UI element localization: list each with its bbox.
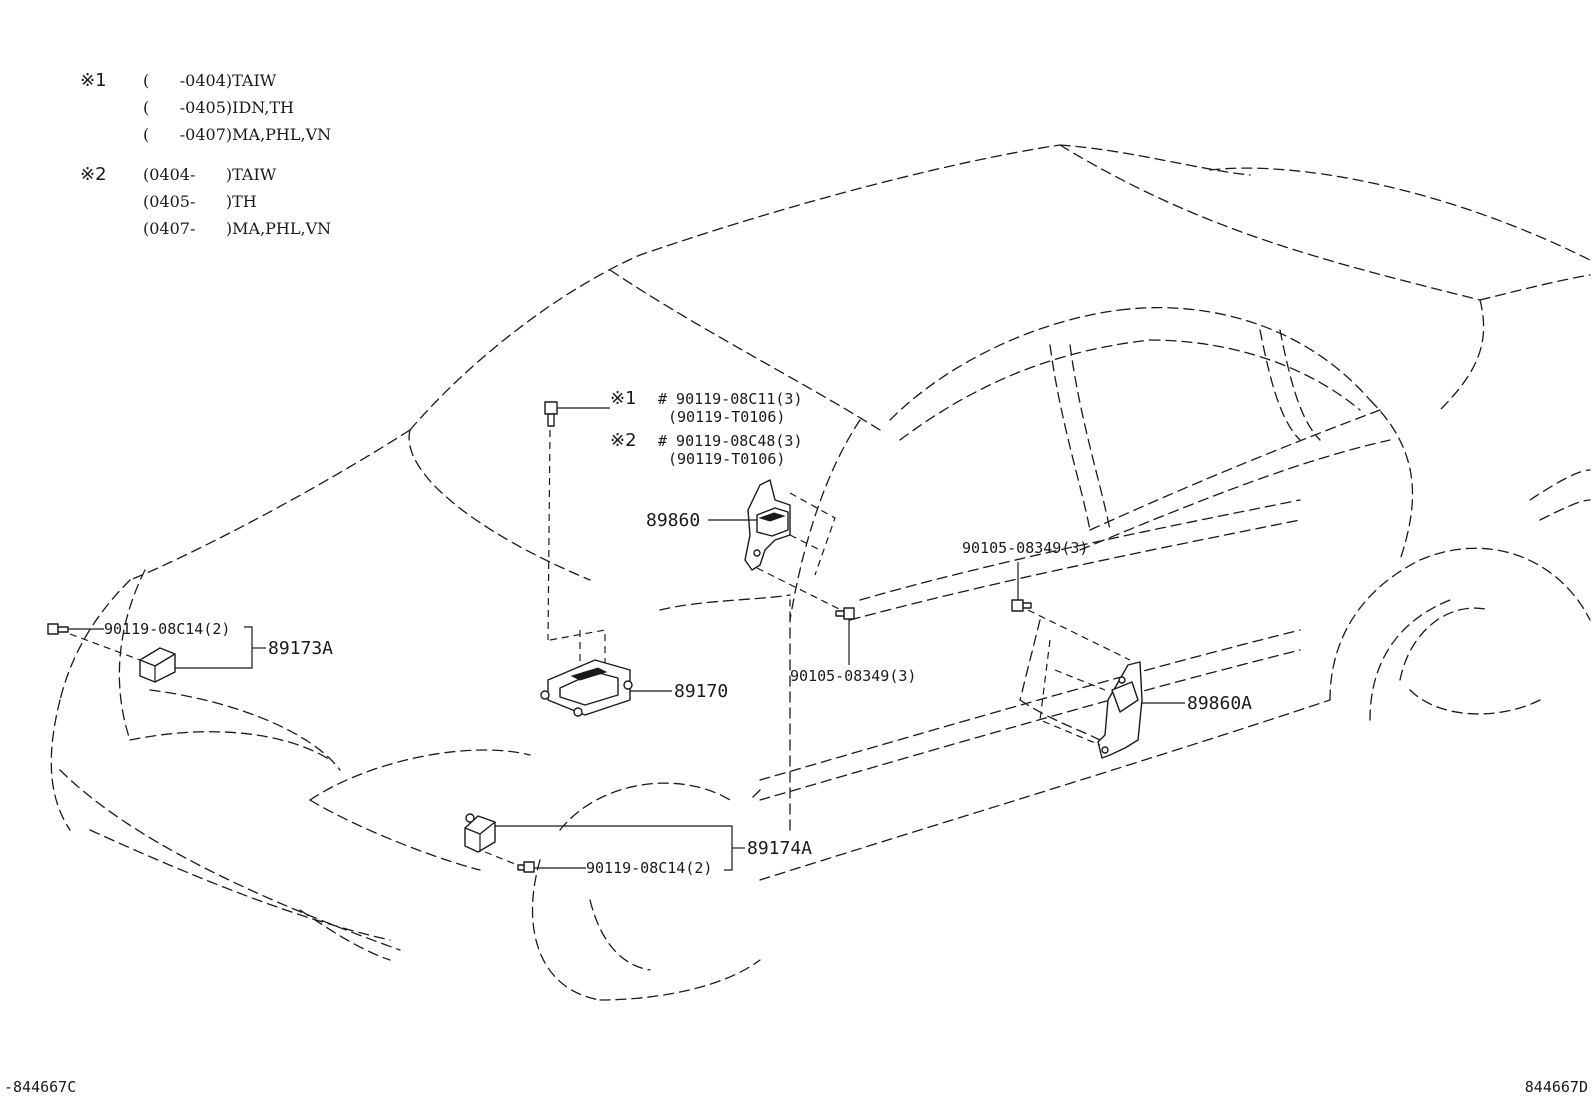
right-sensor-part-number: 89174A xyxy=(747,838,812,859)
side-sensor-icon xyxy=(1097,661,1143,759)
footer-right-code: 844667D xyxy=(1525,1078,1588,1096)
left-sensor-part-number: 89173A xyxy=(268,638,333,659)
side-sensor-left-bolt-number: 90105-08349(3) xyxy=(790,667,916,685)
side-sensor-left-part-number: 89860 xyxy=(646,510,700,531)
bolt-icon xyxy=(544,401,558,427)
right-front-sensor-group: 90119-08C14(2) 89174A xyxy=(464,813,812,877)
note-1-line-2: ( -0405)IDN,TH xyxy=(143,98,294,117)
note-2-line-1: (0404- )TAIW xyxy=(143,165,277,184)
callout-mark-2: ※2 xyxy=(610,430,637,451)
note-2-line-2: (0405- )TH xyxy=(143,192,257,211)
note-mark-2: ※2 xyxy=(80,164,107,185)
callout-mark-1: ※1 xyxy=(610,388,637,409)
side-sensor-right-group: 90105-08349(3) 89860A xyxy=(962,539,1252,759)
note-mark-1: ※1 xyxy=(80,70,107,91)
footer-left-code: -844667C xyxy=(4,1078,76,1096)
note-1-line-3: ( -0407)MA,PHL,VN xyxy=(143,125,331,144)
front-sensor-icon xyxy=(139,647,176,683)
bolt-part-number-1: # 90119-08C11(3) xyxy=(658,390,803,408)
bolt-alt-number-1: (90119-T0106) xyxy=(668,408,785,426)
side-sensor-icon xyxy=(744,479,791,571)
note-2-line-3: (0407- )MA,PHL,VN xyxy=(143,219,331,238)
ecu-part-number: 89170 xyxy=(674,681,728,702)
airbag-ecu-module xyxy=(540,629,633,717)
ecu-bolt-group: ※1 # 90119-08C11(3) (90119-T0106) ※2 # 9… xyxy=(540,388,803,717)
right-sensor-bolt-number: 90119-08C14(2) xyxy=(586,859,712,877)
bolt-icon xyxy=(1011,599,1032,612)
side-sensor-left-group: 89860 90105-08349(3) xyxy=(646,479,916,685)
left-front-sensor-group: 90119-08C14(2) 89173A xyxy=(47,620,333,683)
note-1-line-1: ( -0404)TAIW xyxy=(143,71,277,90)
bolt-icon xyxy=(517,861,535,873)
notes-block: ※1 ( -0404)TAIW ( -0405)IDN,TH ( -0407)M… xyxy=(80,70,331,238)
side-sensor-right-bolt-number: 90105-08349(3) xyxy=(962,539,1088,557)
left-sensor-bolt-number: 90119-08C14(2) xyxy=(104,620,230,638)
bolt-icon xyxy=(835,607,855,620)
bolt-alt-number-2: (90119-T0106) xyxy=(668,450,785,468)
front-sensor-icon xyxy=(464,813,496,853)
bolt-part-number-2: # 90119-08C48(3) xyxy=(658,432,803,450)
side-sensor-right-part-number: 89860A xyxy=(1187,693,1252,714)
bolt-icon xyxy=(47,623,69,635)
car-outline xyxy=(50,144,1591,1001)
